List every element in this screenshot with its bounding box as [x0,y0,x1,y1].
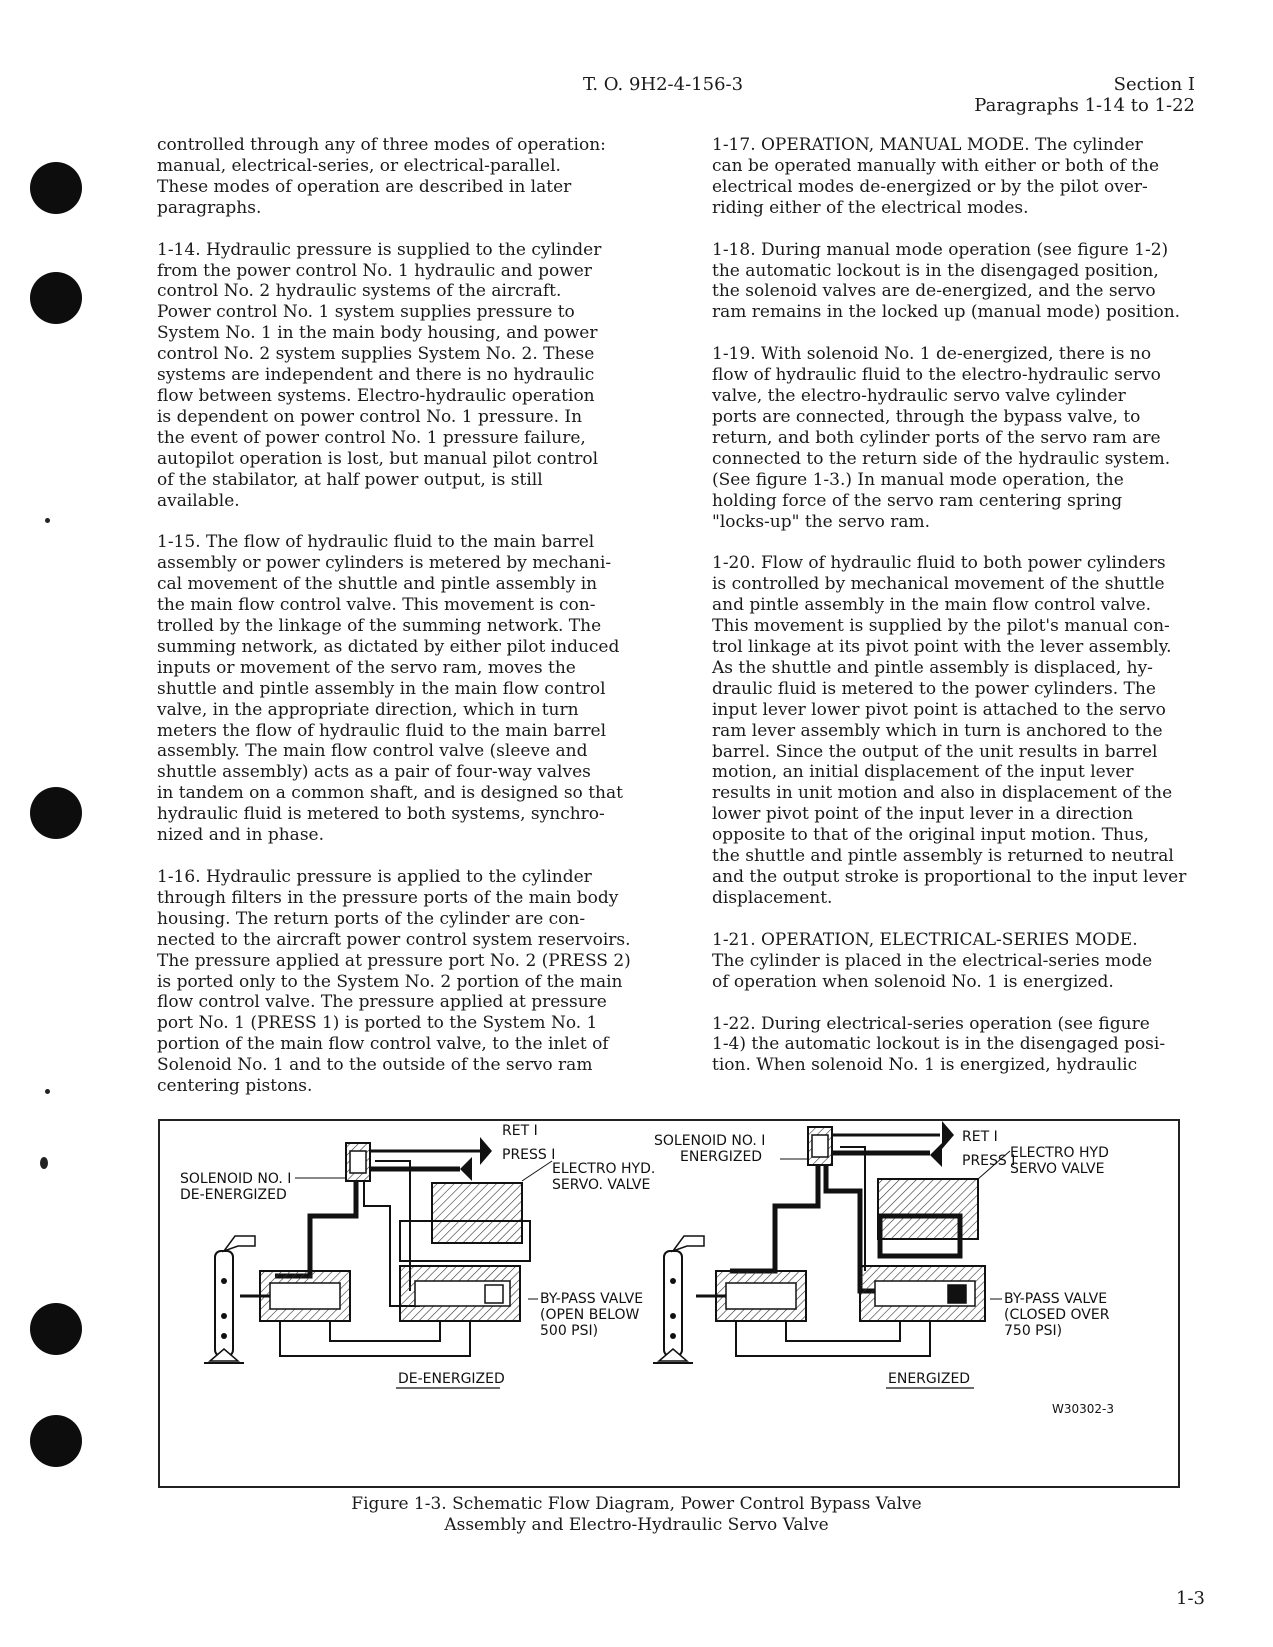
section-header: Section I Paragraphs 1-14 to 1-22 [974,74,1195,116]
bypass-valve-setting: 500 PSI) [540,1323,598,1339]
state-label: DE-ENERGIZED [398,1371,505,1387]
paragraph: 1-15. The flow of hydraulic fluid to the… [157,532,623,846]
servo-valve-label: ELECTRO HYD. [552,1161,655,1177]
paragraph: 1-19. With solenoid No. 1 de-energized, … [712,344,1171,532]
schematic-energized: RET I PRESS I SOLENOID NO. I ENERGIZED E… [653,1121,1110,1389]
to-number: T. O. 9H2-4-156-3 [583,74,744,95]
state-label: ENERGIZED [888,1371,970,1387]
solenoid-state-label: DE-ENERGIZED [180,1187,287,1203]
press-arrow-icon [460,1157,472,1181]
bypass-valve-setting: (OPEN BELOW [540,1307,639,1323]
paragraph: 1-21. OPERATION, ELECTRICAL-SERIES MODE.… [712,929,1153,992]
paragraph: 1-14. Hydraulic pressure is supplied to … [157,239,602,511]
figure-caption: Figure 1-3. Schematic Flow Diagram, Powe… [351,1494,922,1535]
scan-speck [40,1157,48,1169]
right-column: 1-17. OPERATION, MANUAL MODE. The cylind… [712,135,1202,1097]
paragraph: 1-20. Flow of hydraulic fluid to both po… [712,553,1187,908]
binder-hole [30,1303,82,1355]
binder-hole [30,1415,82,1467]
binder-hole [30,272,82,324]
binder-hole [30,162,82,214]
servo-valve-label: ELECTRO HYD [1010,1145,1109,1161]
schematic-flow-diagram: RET I PRESS I SOLENOID NO. I DE-ENERGIZE… [180,1121,1114,1416]
servo-valve-label: SERVO VALVE [1010,1161,1104,1177]
left-column: controlled through any of three modes of… [157,135,657,1118]
solenoid-label: SOLENOID NO. I [180,1171,291,1187]
scan-speck [45,518,50,523]
figure-code: W30302-3 [1052,1402,1114,1416]
ret-label: RET I [962,1129,998,1145]
binder-hole [30,787,82,839]
paragraph: 1-17. OPERATION, MANUAL MODE. The cylind… [712,135,1160,218]
bypass-valve-setting: 750 PSI) [1004,1323,1062,1339]
bypass-valve-label: BY-PASS VALVE [1004,1291,1107,1307]
servo-valve-label: SERVO. VALVE [552,1177,650,1193]
press-label: PRESS I [502,1147,555,1163]
ret-label: RET I [502,1123,538,1139]
solenoid-label: SOLENOID NO. I [654,1133,765,1149]
paragraph: 1-16. Hydraulic pressure is applied to t… [157,867,631,1097]
paragraph: 1-22. During electrical-series operation… [712,1013,1166,1076]
solenoid-state-label: ENERGIZED [680,1149,762,1165]
ret-arrow-icon [942,1121,954,1149]
press-label: PRESS I [962,1153,1015,1169]
paragraph: controlled through any of three modes of… [157,135,606,218]
press-arrow-icon [930,1143,942,1167]
figure-frame: RET I PRESS I SOLENOID NO. I DE-ENERGIZE… [158,1119,1180,1488]
bypass-valve-label: BY-PASS VALVE [540,1291,643,1307]
schematic-de-energized: RET I PRESS I SOLENOID NO. I DE-ENERGIZE… [180,1123,655,1389]
ret-arrow-icon [480,1137,492,1165]
scan-speck [45,1089,50,1094]
bypass-valve-setting: (CLOSED OVER [1004,1307,1110,1323]
paragraph: 1-18. During manual mode operation (see … [712,239,1181,323]
section-label: Section I [1113,74,1195,95]
paragraph-range: Paragraphs 1-14 to 1-22 [974,95,1195,116]
page-number: 1-3 [1176,1588,1205,1609]
